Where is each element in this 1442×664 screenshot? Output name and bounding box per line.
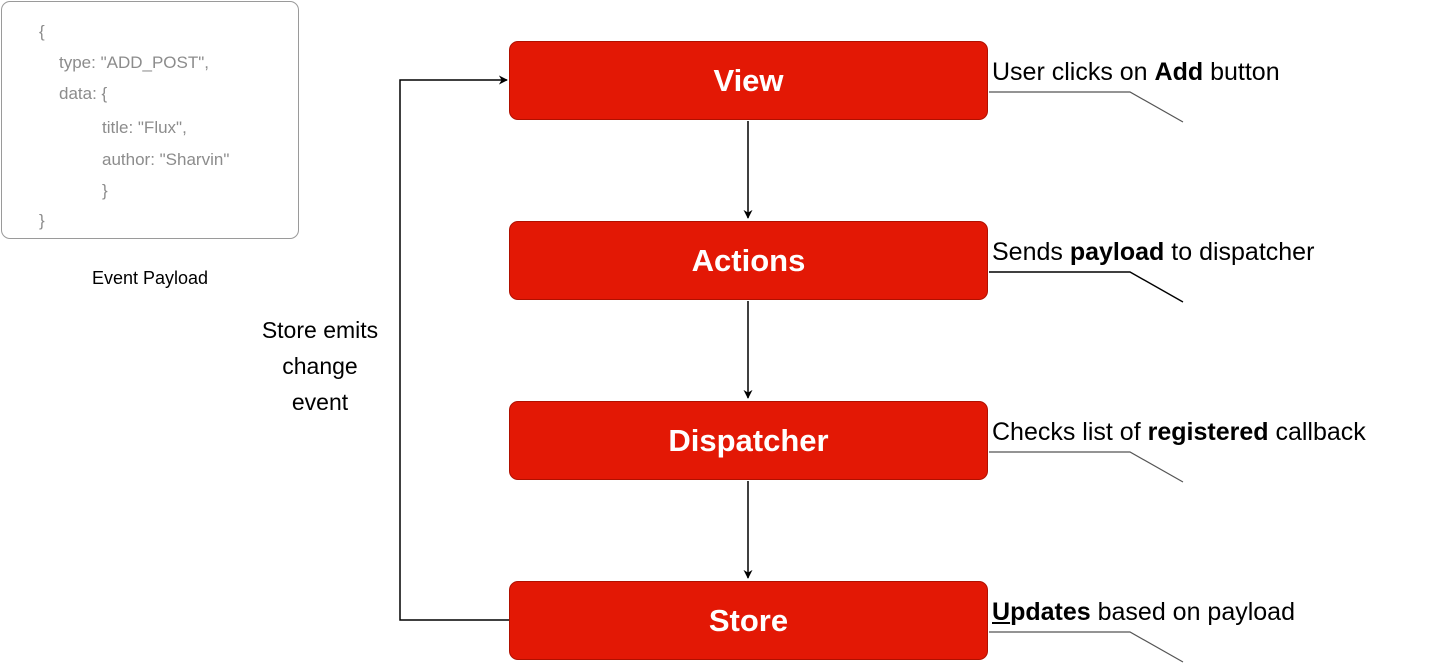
node-actions: Actions [509,221,988,300]
note-view-bold: Add [1154,58,1204,86]
callout-view [989,91,1184,123]
note-view: User clicks on Add button [992,57,1280,87]
note-dispatcher-pre: Checks list of [992,418,1148,446]
payload-line-data: data: { [59,84,108,103]
note-view-pre: User clicks on [992,58,1155,86]
node-view: View [509,41,988,120]
note-store: Updates based on payload [992,597,1295,627]
payload-line-open-brace: { [39,22,45,41]
note-actions-bold: payload [1069,238,1165,266]
loop-label: Store emits change event [240,312,400,420]
node-store-label: Store [708,602,789,638]
node-store: Store [509,581,988,660]
note-store-first: U [992,598,1011,626]
note-actions-post: to dispatcher [1164,238,1315,266]
loop-label-line1: Store emits [261,317,379,343]
node-dispatcher-label: Dispatcher [668,422,829,458]
note-dispatcher: Checks list of registered callback [992,417,1366,447]
note-actions: Sends payload to dispatcher [992,237,1314,267]
node-view-label: View [713,62,784,98]
callout-dispatcher [989,451,1184,483]
note-store-bold: pdates [1010,598,1091,626]
arrow-store-to-view-loop [399,75,509,621]
callout-store [989,631,1184,663]
loop-label-line2: change [282,353,358,379]
node-actions-label: Actions [691,242,806,278]
payload-line-author: author: "Sharvin" [102,150,230,169]
loop-label-line3: event [291,389,349,415]
event-payload-box: { type: "ADD_POST", data: { title: "Flux… [1,1,299,239]
note-view-post: button [1203,58,1280,86]
note-dispatcher-post: callback [1268,418,1366,446]
payload-line-type: type: "ADD_POST", [59,53,210,72]
payload-caption: Event Payload [91,268,209,288]
payload-line-close-brace: } [39,211,45,230]
callout-actions [989,271,1184,303]
note-dispatcher-bold: registered [1147,418,1269,446]
node-dispatcher: Dispatcher [509,401,988,480]
payload-line-title: title: "Flux", [102,118,187,137]
note-store-post: based on payload [1090,598,1295,626]
payload-line-inner-close: } [102,181,108,200]
note-actions-pre: Sends [992,238,1070,266]
